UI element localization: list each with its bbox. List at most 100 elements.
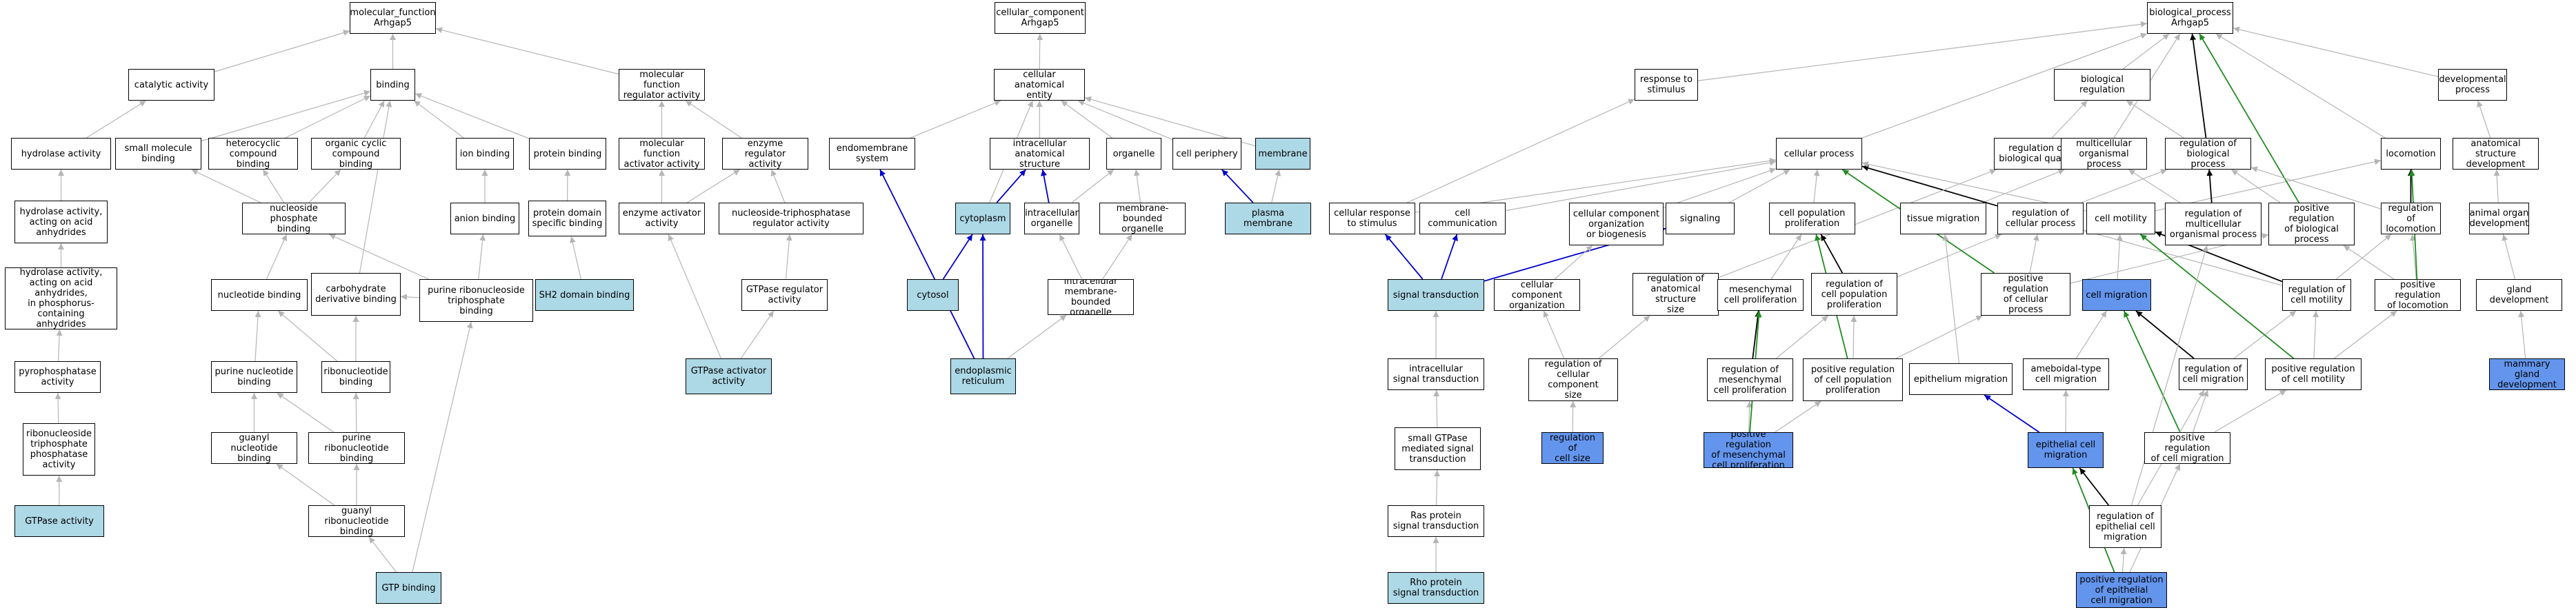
go-node-guanylnuc[interactable]: guanyl nucleotide binding — [211, 432, 297, 464]
go-node-ccorgn[interactable]: cellular component organization — [1494, 279, 1580, 311]
go-node-cellmotility[interactable]: cell motility — [2086, 203, 2155, 234]
go-node-regcellsize[interactable]: regulation of cell size — [1541, 432, 1604, 464]
go-node-posregcellmig[interactable]: positive regulation of cell migration — [2144, 432, 2230, 464]
go-node-cellmig[interactable]: cell migration — [2082, 279, 2151, 311]
go-node-epicellmig[interactable]: epithelial cell migration — [2028, 432, 2104, 468]
go-node-mesprolif[interactable]: mesenchymal cell proliferation — [1717, 279, 1804, 311]
go-node-regsize[interactable]: regulation of anatomical structure size — [1633, 273, 1719, 316]
go-node-mfactivator[interactable]: molecular function activator activity — [619, 138, 705, 170]
go-node-purribonuc[interactable]: purine ribonucleotide binding — [308, 432, 405, 464]
go-node-endomem[interactable]: endomembrane system — [829, 138, 915, 170]
go-node-regepimig[interactable]: regulation of epithelial cell migration — [2089, 505, 2161, 548]
go-node-posregpop[interactable]: positive regulation of cell population p… — [1803, 358, 1903, 401]
go-node-regmesprolif[interactable]: regulation of mesenchymal cell prolifera… — [1707, 358, 1793, 401]
go-node-posregmotility[interactable]: positive regulation of cell motility — [2265, 358, 2362, 390]
go-node-ionbind[interactable]: ion binding — [456, 138, 514, 170]
go-node-mf[interactable]: molecular_function Arhgap5 — [350, 2, 436, 34]
go-node-proteinbind[interactable]: protein binding — [529, 138, 606, 170]
go-node-regmotility[interactable]: regulation of cell motility — [2282, 279, 2351, 311]
go-node-cellpop[interactable]: cell population proliferation — [1769, 203, 1855, 234]
go-node-cae[interactable]: cellular anatomical entity — [994, 69, 1085, 101]
go-node-ras[interactable]: Ras protein signal transduction — [1388, 505, 1484, 537]
go-node-gtpase[interactable]: GTPase activity — [14, 505, 104, 537]
go-node-regpop[interactable]: regulation of cell population proliferat… — [1811, 273, 1897, 316]
go-node-cytosol[interactable]: cytosol — [907, 279, 959, 311]
go-node-gtpaseact[interactable]: GTPase activator activity — [686, 358, 772, 394]
go-node-animalorgan[interactable]: animal organ development — [2469, 203, 2529, 234]
edge-cytoplasm-to-intraanat — [996, 169, 1026, 203]
go-node-plasmamem[interactable]: plasma membrane — [1225, 203, 1311, 234]
go-node-catalytic[interactable]: catalytic activity — [128, 69, 214, 101]
go-node-intraanat[interactable]: intracellular anatomical structure — [990, 138, 1090, 170]
go-node-mammary[interactable]: mammary gland development — [2489, 358, 2565, 390]
edge-membound-to-organelle — [1133, 169, 1141, 203]
go-node-ntpase[interactable]: ribonucleoside triphosphate phosphatase … — [23, 423, 95, 476]
go-node-hydphos[interactable]: hydrolase activity, acting on acid anhyd… — [5, 267, 117, 329]
go-node-locomotion[interactable]: locomotion — [2381, 138, 2441, 170]
go-node-regccsize[interactable]: regulation of cellular component size — [1528, 358, 1618, 401]
go-node-organiccyclic[interactable]: organic cyclic compound binding — [311, 138, 401, 170]
go-node-gtpbind[interactable]: GTP binding — [376, 572, 441, 604]
go-node-anionbind[interactable]: anion binding — [450, 203, 519, 234]
go-node-intraorg[interactable]: intracellular organelle — [1024, 203, 1079, 234]
go-node-posregbio[interactable]: positive regulation of biological proces… — [2268, 203, 2355, 245]
go-node-tissuemig[interactable]: tissue migration — [1900, 203, 1986, 234]
go-node-organelle[interactable]: organelle — [1106, 138, 1161, 170]
go-node-enzreg[interactable]: enzyme regulator activity — [722, 138, 808, 170]
go-node-heterocyclic[interactable]: heterocyclic compound binding — [208, 138, 298, 170]
go-node-cytoplasm[interactable]: cytoplasm — [955, 203, 1010, 234]
go-node-ntpasereg[interactable]: nucleoside-triphosphatase regulator acti… — [719, 203, 863, 234]
go-node-gtpasereg[interactable]: GTPase regulator activity — [741, 279, 828, 311]
go-node-bioreg[interactable]: biological regulation — [2054, 69, 2150, 101]
go-node-cellcomm[interactable]: cell communication — [1419, 203, 1506, 234]
go-node-anatdev[interactable]: anatomical structure development — [2453, 138, 2539, 170]
go-node-regloco[interactable]: regulation of locomotion — [2381, 203, 2441, 234]
go-node-pyrophos[interactable]: pyrophosphatase activity — [14, 361, 101, 393]
go-node-ameboid[interactable]: ameboidal-type cell migration — [2023, 358, 2109, 390]
go-node-smallgtpase[interactable]: small GTPase mediated signal transductio… — [1395, 427, 1481, 470]
go-node-bp[interactable]: biological_process Arhgap5 — [2147, 2, 2233, 34]
go-node-epimig[interactable]: epithelium migration — [1909, 363, 2013, 395]
go-node-posregepimig[interactable]: positive regulation of epithelial cell m… — [2076, 572, 2167, 608]
go-node-regmulti[interactable]: regulation of multicellular organismal p… — [2165, 203, 2262, 245]
go-node-regbio[interactable]: regulation of biological process — [2165, 138, 2251, 170]
go-node-carbo[interactable]: carbohydrate derivative binding — [311, 273, 401, 316]
go-node-protdomain[interactable]: protein domain specific binding — [528, 201, 606, 236]
go-node-signaling[interactable]: signaling — [1666, 203, 1735, 234]
go-node-hydrolase[interactable]: hydrolase activity — [11, 138, 111, 170]
go-node-ribonuc[interactable]: ribonucleotide binding — [321, 361, 390, 393]
edge-posregmotility-to-posregloco — [2333, 310, 2397, 359]
go-node-sh2[interactable]: SH2 domain binding — [535, 279, 634, 311]
go-node-devproc[interactable]: developmental process — [2438, 69, 2507, 101]
go-node-regcellproc[interactable]: regulation of cellular process — [1997, 203, 2084, 234]
go-node-sigtrans[interactable]: signal transduction — [1388, 279, 1484, 311]
go-node-glanddev[interactable]: gland development — [2476, 279, 2562, 311]
go-node-cellresp[interactable]: cellular response to stimulus — [1329, 203, 1415, 234]
go-node-ccorg[interactable]: cellular component organization or bioge… — [1569, 203, 1664, 245]
go-node-regcellmig[interactable]: regulation of cell migration — [2179, 358, 2248, 390]
go-node-mfreg[interactable]: molecular function regulator activity — [619, 69, 705, 101]
go-node-binding[interactable]: binding — [370, 69, 415, 101]
go-node-periphery[interactable]: cell periphery — [1172, 138, 1241, 170]
go-node-multiorg[interactable]: multicellular organismal process — [2061, 138, 2147, 170]
go-node-rho[interactable]: Rho protein signal transduction — [1388, 572, 1484, 604]
go-node-purnuc[interactable]: purine nucleotide binding — [211, 361, 297, 393]
go-node-nucbind[interactable]: nucleotide binding — [211, 279, 308, 311]
go-node-intrasig[interactable]: intracellular signal transduction — [1388, 358, 1484, 390]
go-node-cc[interactable]: cellular_component Arhgap5 — [995, 2, 1086, 34]
go-node-hydanhyd[interactable]: hydrolase activity, acting on acid anhyd… — [14, 201, 108, 243]
go-node-posregcellproc[interactable]: positive regulation of cellular process — [1981, 273, 2070, 316]
go-node-intramem[interactable]: intracellular membrane-bounded organelle — [1048, 279, 1134, 315]
go-node-nucphos[interactable]: nucleoside phosphate binding — [242, 203, 346, 234]
go-node-membrane[interactable]: membrane — [1255, 138, 1310, 170]
go-node-cellproc[interactable]: cellular process — [1776, 138, 1862, 170]
go-node-posregmes[interactable]: positive regulation of mesenchymal cell … — [1704, 432, 1793, 468]
go-node-er[interactable]: endoplasmic reticulum — [950, 358, 1016, 394]
go-node-enzact[interactable]: enzyme activator activity — [619, 203, 705, 234]
go-node-stimulus[interactable]: response to stimulus — [1635, 69, 1698, 101]
go-node-guanylribo[interactable]: guanyl ribonucleotide binding — [308, 505, 405, 537]
go-node-purnuctp[interactable]: purine ribonucleoside triphosphate bindi… — [419, 279, 533, 322]
go-node-smallmol[interactable]: small molecule binding — [115, 138, 201, 170]
go-node-membound[interactable]: membrane-bounded organelle — [1099, 203, 1186, 234]
go-node-posregloco[interactable]: positive regulation of locomotion — [2375, 279, 2461, 311]
